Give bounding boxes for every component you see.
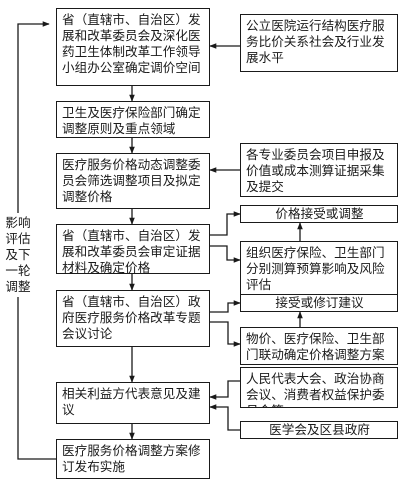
main-step-5: 省（直辖市、自治区）政府医疗服务价格改革专题会议讨论: [56, 290, 210, 347]
side-expert-committee: 各专业委员会项目申报及价值或成本测算证据采集及提交: [240, 143, 398, 197]
arrow-step5-to-joint-confirm: [210, 321, 241, 347]
side-accept-suggestion: 接受或修订建议: [240, 294, 398, 312]
arrow-step4-to-organize: [210, 245, 241, 263]
arrow-step4-to-price-accept: [210, 211, 241, 236]
arrow-assoc-to-step6: [209, 404, 240, 431]
main-step-7: 医疗服务价格调整方案修订发布实施: [56, 439, 210, 479]
arrow-congress-to-step6: [209, 380, 240, 400]
side-price-accept: 价格接受或调整: [240, 205, 398, 223]
main-step-1: 省（直辖市、自治区）发展和改革委员会及深化医药卫生体制改革工作领导小组办公室确定…: [56, 8, 210, 86]
side-peoples-congress: 人民代表大会、政治协商会议、消费者权益保护委员会等: [240, 367, 398, 408]
main-step-6: 相关利益方代表意见及建议: [56, 382, 210, 424]
feedback-label-line-2: 评估: [5, 231, 31, 246]
feedback-label-line-3: 及下: [5, 247, 31, 262]
side-public-hospital: 公立医院运行结构医疗服务比价关系社会及行业发展水平: [240, 14, 398, 72]
side-organize-insurance: 组织医疗保险、卫生部门分别测算预算影响及风险评估: [240, 241, 398, 298]
side-medical-assoc: 医学会及区县政府: [240, 421, 398, 439]
feedback-label-line-1: 影响: [5, 215, 31, 230]
side-joint-confirm: 物价、医疗保险、卫生部门联动确定价格调整方案: [240, 327, 398, 365]
main-step-4: 省（直辖市、自治区）发展和改革委员会审定证据材料及确定价格: [56, 224, 210, 274]
feedback-label-line-4: 一轮: [5, 263, 31, 278]
main-step-2: 卫生及医疗保险部门确定调整原则及重点领域: [56, 101, 210, 138]
main-step-3: 医疗服务价格动态调整委员会筛选调整项目及拟定调整价格: [56, 153, 210, 209]
arrow-step5-to-accept-suggestion: [210, 300, 241, 313]
feedback-label: 影响 评估 及下 一轮 调整: [3, 213, 33, 297]
feedback-label-line-5: 调整: [5, 279, 31, 294]
